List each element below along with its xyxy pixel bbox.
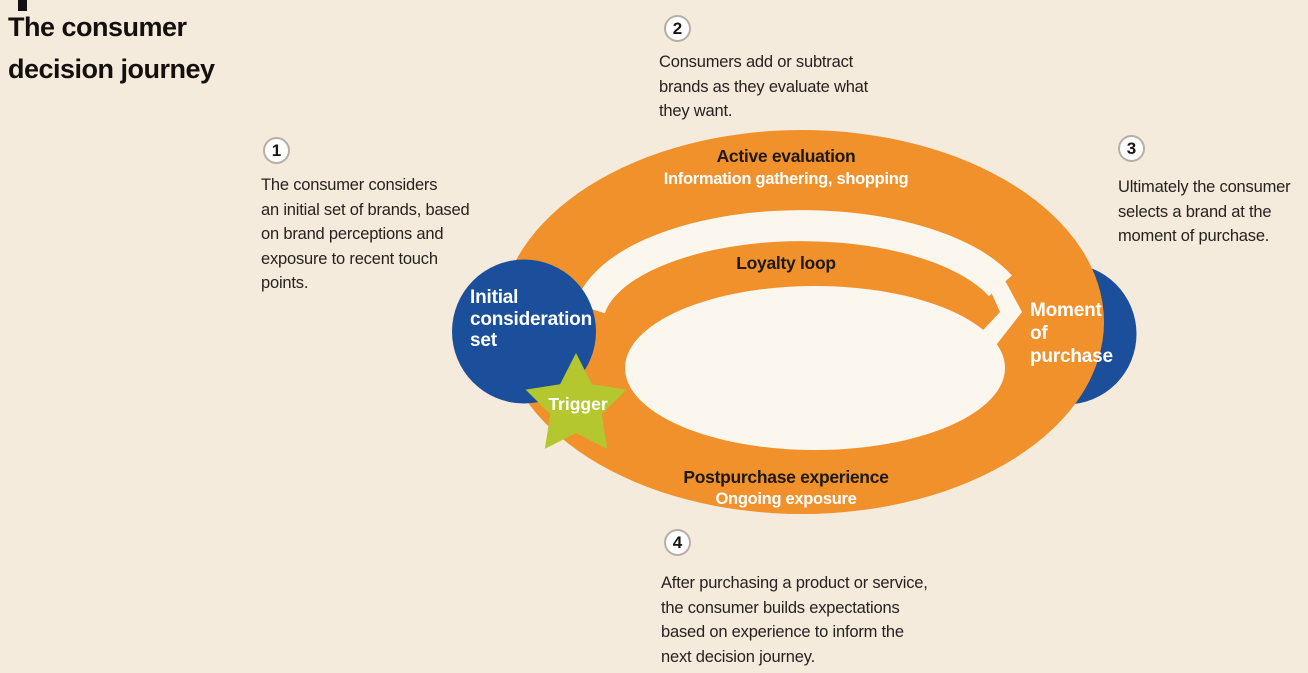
active-evaluation-sublabel: Information gathering, shopping [663,170,909,188]
trigger-star [525,353,627,449]
step-2-badge: 2 [664,15,691,42]
initial-consideration-circle [452,259,596,404]
step-4-badge: 4 [664,529,691,556]
step-2-text: Consumers add or subtract brands as they… [659,53,869,121]
page-title: The consumer decision journey [8,12,215,84]
step-2-number: 2 [672,18,683,38]
corner-artifact [18,0,27,11]
step-1-number: 1 [271,140,282,160]
initial-consideration-label: Initial consideration set [470,287,592,351]
step-4-number: 4 [672,532,683,552]
postpurchase-sublabel: Ongoing exposure [715,490,857,508]
trigger-label: Trigger [548,394,608,414]
step-3-number: 3 [1126,138,1137,158]
loop-gap-arc [575,210,1012,314]
step-1-text: The consumer considers an initial set of… [261,176,470,293]
step-1-badge: 1 [263,137,290,164]
step-3-badge: 3 [1118,135,1145,162]
loop-inner-hole [625,286,1005,450]
step-4-text: After purchasing a product or service, t… [661,574,928,666]
step-3-text: Ultimately the consumer selects a brand … [1118,178,1291,246]
active-evaluation-label: Active evaluation [716,146,856,166]
loyalty-loop-label: Loyalty loop [736,253,836,273]
arrow-chevron-notch [955,252,1022,372]
moment-of-purchase-label: Moment of purchase [1030,300,1113,367]
postpurchase-label: Postpurchase experience [683,467,889,487]
